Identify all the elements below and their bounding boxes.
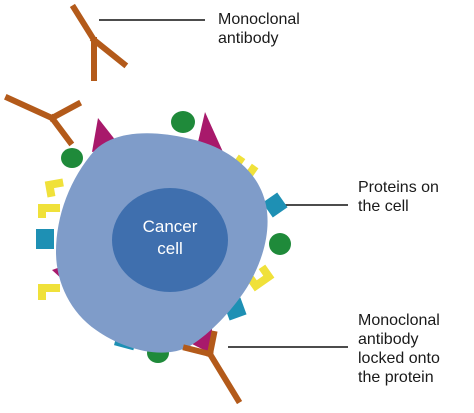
label-line: Monoclonal [218, 11, 300, 28]
free-antibody-1 [69, 3, 129, 81]
label-line: Proteins on [358, 179, 439, 196]
label-line: antibody [218, 30, 279, 47]
label-line: Cancer [142, 217, 198, 236]
label-proteins-on-cell: Proteins on the cell [358, 178, 439, 216]
protein-blue [262, 192, 288, 218]
protein-magenta [198, 112, 223, 152]
label-line: the cell [358, 198, 409, 215]
label-antibody-locked: Monoclonal antibody locked onto the prot… [358, 311, 440, 387]
locked-antibody [182, 330, 243, 405]
protein-blue [36, 229, 54, 249]
label-monoclonal-antibody: Monoclonal antibody [218, 10, 300, 48]
label-line: antibody [358, 331, 419, 348]
label-line: cell [157, 239, 183, 258]
protein-green [171, 111, 195, 133]
label-cancer-cell: Cancer cell [130, 216, 210, 260]
protein-green [61, 148, 83, 168]
label-line: locked onto [358, 350, 440, 367]
cancer-cell-nucleus [112, 188, 228, 292]
free-antibody-2 [4, 94, 83, 147]
protein-green [269, 233, 291, 255]
label-line: the protein [358, 369, 434, 386]
label-line: Monoclonal [358, 312, 440, 329]
